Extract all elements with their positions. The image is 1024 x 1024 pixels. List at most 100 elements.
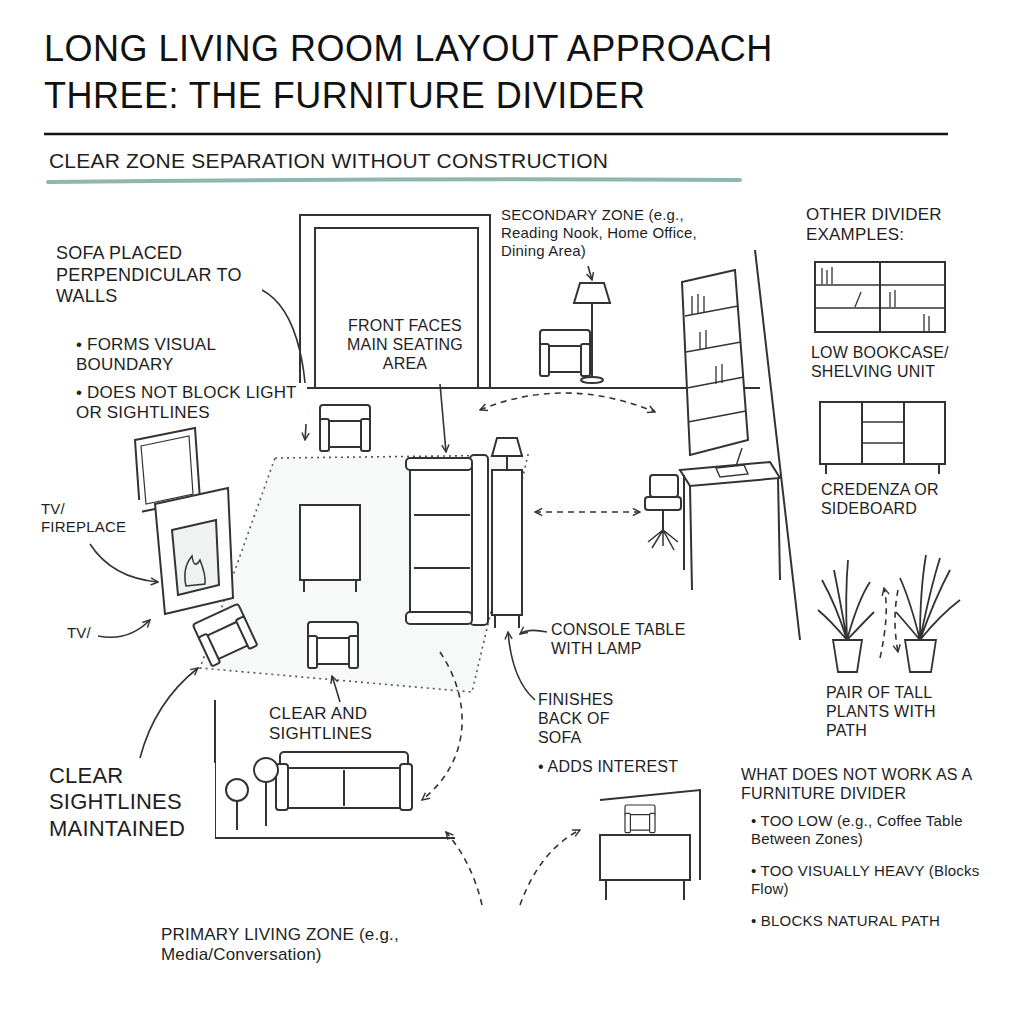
coffee-table	[300, 505, 360, 592]
list-item: • TOO LOW (e.g., Coffee Table Between Zo…	[750, 812, 987, 848]
example-plants	[905, 640, 936, 672]
lower-sofa	[284, 768, 404, 808]
tall-bookcase	[686, 342, 741, 352]
path-arrow	[895, 590, 898, 652]
example-plants	[896, 555, 960, 640]
example-credenza	[903, 402, 905, 464]
callout-bullet: • DOES NOT BLOCK LIGHT OR SIGHTLINES	[75, 383, 307, 424]
office-chair	[645, 497, 681, 510]
leader-arrow	[140, 668, 198, 758]
callout-text: FINISHES BACK OF SOFA	[537, 690, 651, 748]
page-title: LONG LIVING ROOM LAYOUT APPROACH THREE: …	[44, 26, 984, 120]
section-heading: WHAT DOES NOT WORK AS A FURNITURE DIVIDE…	[740, 765, 1014, 803]
office-chair	[645, 475, 681, 550]
example-credenza	[862, 421, 904, 422]
example-label: PAIR OF TALL PLANTS WITH PATH	[825, 683, 962, 741]
callout-bullet: • ADDS INTEREST	[537, 757, 679, 776]
path-arrow	[880, 588, 886, 658]
leader-arrow	[508, 632, 535, 700]
room-walls	[300, 215, 490, 388]
room-walls	[215, 700, 455, 838]
desk	[778, 478, 780, 580]
example-credenza	[938, 464, 940, 474]
leader-arrow	[90, 544, 158, 582]
example-plants	[818, 560, 874, 640]
desk	[736, 448, 742, 466]
leader-arrow	[588, 266, 592, 280]
room-walls	[315, 228, 478, 388]
example-credenza	[862, 442, 904, 443]
leader-arrow	[98, 620, 150, 637]
console-table	[492, 438, 522, 456]
tv-fireplace	[155, 488, 233, 614]
lower-sofa	[276, 752, 412, 810]
office-chair	[662, 510, 664, 530]
path-arrow	[520, 830, 580, 905]
title-rule	[44, 134, 948, 135]
lower-desk	[600, 835, 690, 900]
list-item: • TOO VISUALLY HEAVY (Blocks Flow)	[750, 862, 987, 898]
example-bookcase	[879, 262, 881, 332]
callout-heading: SOFA PLACED PERPENDICULAR TO WALLS	[55, 243, 262, 308]
lower-lamps	[236, 801, 238, 830]
callout-text: TV/	[66, 624, 92, 642]
coffee-table	[300, 505, 360, 580]
leader-arrow	[332, 676, 340, 702]
divider-sofa	[406, 458, 472, 470]
section-heading: OTHER DIVIDER EXAMPLES:	[805, 205, 977, 246]
callout-text: TV/ FIREPLACE	[40, 500, 142, 536]
lower-desk	[605, 880, 607, 900]
floor-lamp	[574, 283, 610, 383]
callout-heading: CLEAR SIGHTLINES MAINTAINED	[48, 763, 215, 842]
leader-arrow	[440, 384, 446, 452]
armchair	[625, 805, 655, 833]
example-credenza	[820, 402, 945, 474]
path-arrow	[480, 393, 655, 412]
divider-sofa	[414, 514, 470, 516]
example-bookcase	[822, 267, 929, 331]
example-bookcase	[815, 262, 945, 332]
tv-fireplace	[135, 428, 233, 614]
floor-lamp	[591, 303, 593, 378]
divider-sofa	[414, 567, 470, 569]
lower-desk	[600, 835, 690, 880]
subtitle-rule	[48, 179, 740, 182]
lower-sofa	[343, 770, 345, 806]
tall-bookcase	[685, 306, 738, 316]
lower-lamps	[254, 758, 278, 782]
leader-arrow	[520, 630, 547, 634]
office-chair	[650, 475, 678, 497]
tv-fireplace	[141, 436, 193, 504]
example-label: LOW BOOKCASE/ SHELVING UNIT	[810, 343, 972, 381]
zone-label: SECONDARY ZONE (e.g., Reading Nook, Home…	[500, 206, 714, 260]
room-walls	[215, 215, 800, 880]
example-credenza	[861, 402, 863, 464]
lower-lamps	[265, 782, 267, 826]
example-label: CREDENZA OR SIDEBOARD	[820, 480, 982, 518]
console-table	[518, 615, 520, 628]
tall-bookcase	[682, 270, 748, 455]
callout-text: CLEAR AND SIGHTLINES	[268, 704, 420, 745]
armchair	[193, 604, 258, 667]
lower-lamps	[226, 779, 248, 801]
example-plants	[818, 555, 960, 672]
room-walls	[600, 790, 700, 880]
coffee-table	[303, 580, 305, 592]
area-rug	[200, 455, 528, 692]
tall-bookcase	[688, 411, 746, 422]
office-chair	[648, 530, 678, 550]
armchair	[540, 330, 590, 376]
example-bookcase	[815, 262, 945, 332]
coffee-table	[355, 580, 357, 592]
tv-fireplace	[185, 556, 205, 586]
room-walls	[755, 250, 800, 640]
example-bookcase	[815, 307, 945, 309]
console-table	[492, 438, 522, 628]
tall-bookcase	[692, 294, 722, 384]
path-arrow	[446, 832, 482, 905]
desk	[716, 465, 748, 477]
desk	[680, 448, 780, 590]
title-rule	[44, 133, 948, 136]
callout-text: FRONT FACES MAIN SEATING AREA	[333, 316, 477, 374]
